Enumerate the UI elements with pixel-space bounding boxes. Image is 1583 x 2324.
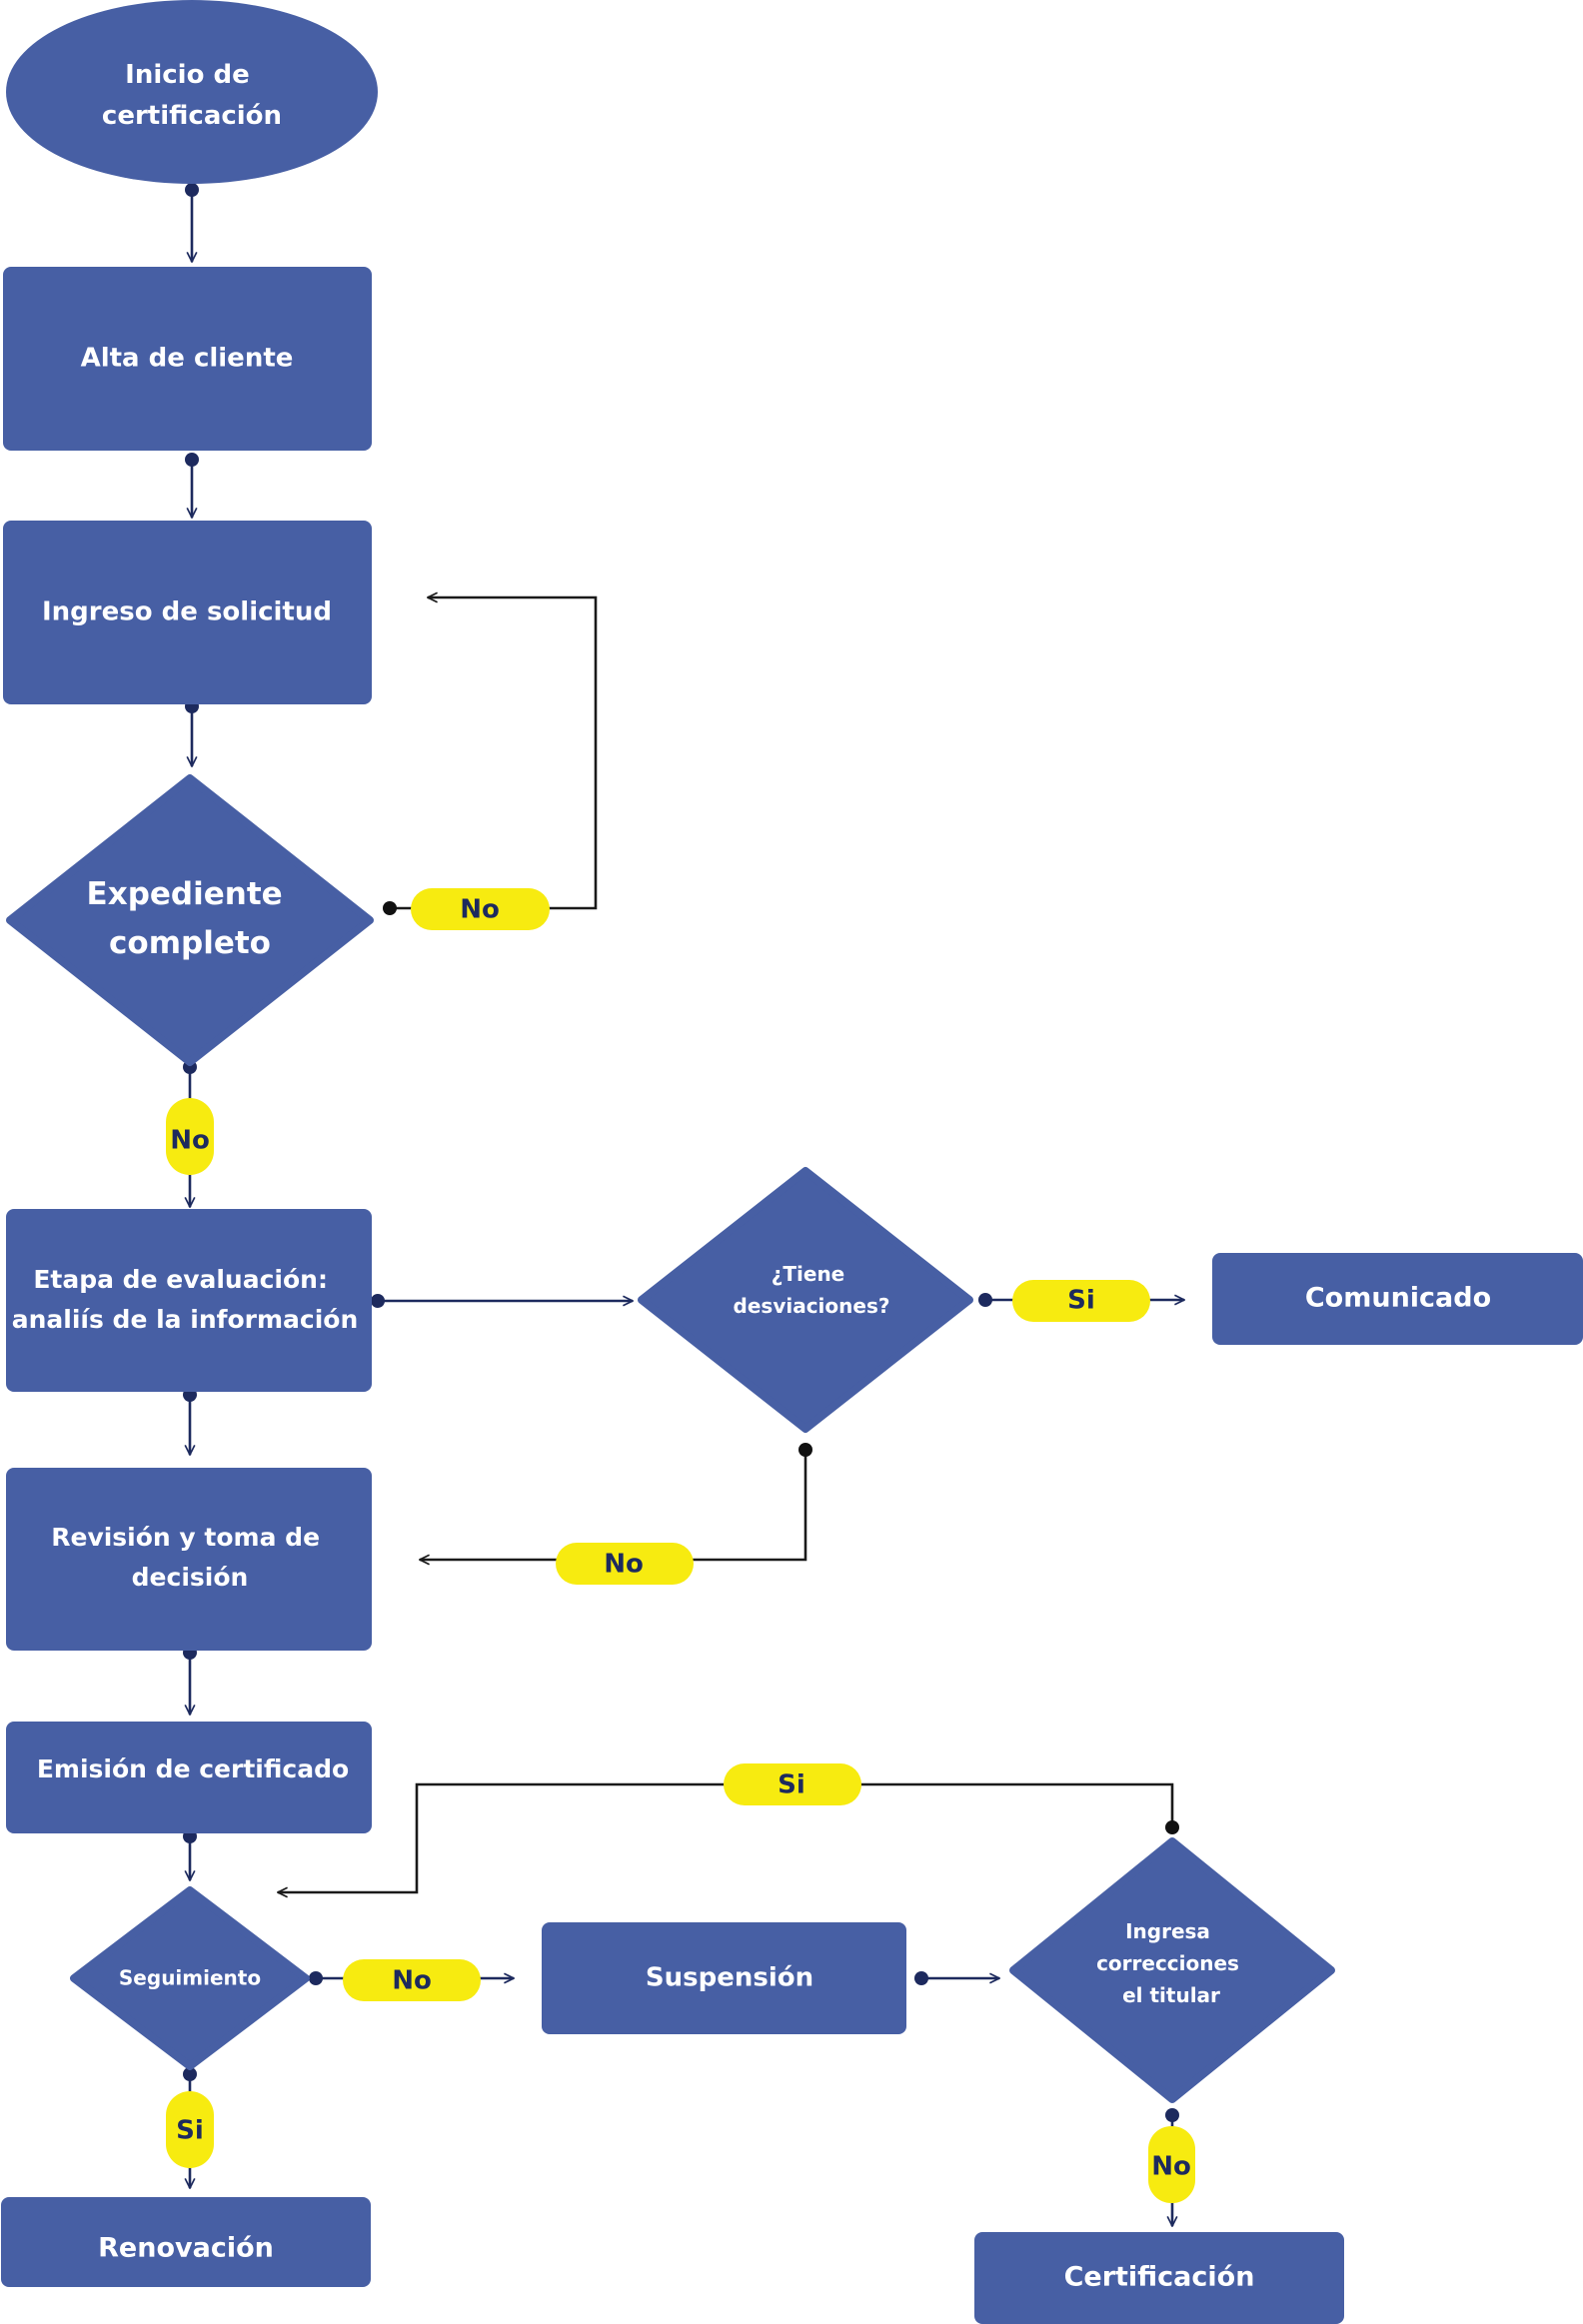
svg-text:¿Tiene desviaciones?: ¿Tiene desviaciones? — [734, 1262, 890, 1318]
label-text: No — [170, 1126, 210, 1156]
expediente-diamond — [6, 774, 374, 1066]
desviaciones-label-line: ¿Tiene — [772, 1262, 844, 1286]
etapa-evaluacion-box — [6, 1209, 372, 1392]
emision-certificado-box — [6, 1722, 372, 1833]
connector-dot — [978, 1293, 992, 1307]
label-pill — [556, 1543, 694, 1585]
node-certificacion: Certificación — [974, 2232, 1344, 2324]
connector-dot — [309, 1971, 323, 1985]
connector-dot — [185, 453, 199, 467]
correcciones-diamond — [1009, 1837, 1335, 2103]
connector-dot — [371, 1294, 385, 1308]
label-text: No — [604, 1550, 644, 1580]
label-text: Si — [176, 2116, 204, 2146]
edge-desviaciones-no — [420, 1450, 807, 1560]
label-pill — [411, 888, 550, 930]
certificacion-box — [974, 2232, 1344, 2324]
edge-expediente-no-loop — [390, 597, 598, 910]
start-ellipse — [6, 0, 378, 184]
revision-decision-box — [6, 1468, 372, 1651]
label-correcciones-si: Si — [724, 1763, 861, 1805]
etapa-label-line: Etapa de evaluación: — [33, 1265, 328, 1294]
label-pill — [1148, 2126, 1195, 2203]
emision-certificado-label: Emisión de certificado — [37, 1754, 349, 1783]
node-renovacion: Renovación — [1, 2197, 371, 2287]
renovacion-label: Renovación — [98, 2233, 274, 2264]
label-pill — [724, 1763, 861, 1805]
node-emision-certificado: Emisión de certificado — [6, 1722, 372, 1833]
node-alta-cliente: Alta de cliente — [3, 267, 372, 451]
seguimiento-label: Seguimiento — [119, 1966, 261, 1990]
comunicado-label: Comunicado — [1305, 1283, 1491, 1314]
seguimiento-diamond — [70, 1886, 310, 2070]
start-label-line: Inicio de — [125, 60, 250, 90]
expediente-label-line: Expediente — [87, 876, 283, 912]
label-text: No — [460, 895, 500, 925]
alta-cliente-label: Alta de cliente — [81, 344, 294, 374]
label-pill — [343, 1959, 481, 2001]
revision-label-line: decisión — [132, 1563, 249, 1592]
etapa-label-line: analiís de la información — [12, 1305, 359, 1334]
node-expediente-completo: Expediente completo — [6, 774, 374, 1066]
suspension-box — [542, 1922, 906, 2034]
desviaciones-label-line: desviaciones? — [734, 1294, 890, 1318]
connector-dot — [1165, 2108, 1179, 2122]
node-tiene-desviaciones: ¿Tiene desviaciones? — [638, 1167, 973, 1433]
node-etapa-evaluacion: Etapa de evaluación: analiís de la infor… — [6, 1209, 372, 1392]
edge-correcciones-si — [278, 1782, 1174, 1892]
label-text: Si — [1067, 1286, 1095, 1316]
label-seguimiento-no: No — [343, 1959, 481, 2001]
connectors — [183, 183, 1184, 2226]
label-desviaciones-no: No — [556, 1543, 694, 1585]
node-suspension: Suspensión — [542, 1922, 906, 2034]
alta-cliente-box — [3, 267, 372, 451]
svg-text:Ingresa correcciones: Ingresa correcciones el titular — [1096, 1919, 1246, 2007]
label-expediente-no-loop: No — [411, 888, 550, 930]
svg-text:Etapa de evaluación: ana: Etapa de evaluación: analiís de la infor… — [12, 1265, 359, 1334]
label-text: No — [1151, 2152, 1191, 2182]
label-pill — [1012, 1280, 1150, 1322]
label-correcciones-no: No — [1148, 2126, 1195, 2203]
certificacion-label: Certificación — [1064, 2262, 1255, 2293]
renovacion-box — [1, 2197, 371, 2287]
revision-label-line: Revisión y toma de — [51, 1523, 320, 1552]
node-ingresa-correcciones: Ingresa correcciones el titular — [1009, 1837, 1335, 2103]
comunicado-box — [1212, 1253, 1583, 1345]
label-pill — [166, 1098, 214, 1175]
connector-dot — [183, 2067, 197, 2081]
connector-dot — [1165, 1820, 1179, 1834]
ingreso-solicitud-label: Ingreso de solicitud — [42, 597, 332, 627]
edge-labels: No No Si No Si No Si No — [166, 888, 1195, 2203]
connector-dot — [383, 901, 397, 915]
node-start: Inicio de certificación — [6, 0, 378, 184]
correcciones-label-line: correcciones — [1096, 1951, 1239, 1975]
expediente-label-line: completo — [109, 925, 271, 961]
start-label-line: certificación — [102, 101, 282, 131]
connector-dot — [798, 1443, 812, 1457]
label-desviaciones-si: Si — [1012, 1280, 1150, 1322]
desviaciones-diamond — [638, 1167, 973, 1433]
connector-dot — [185, 183, 199, 197]
suspension-label: Suspensión — [646, 1963, 813, 1993]
node-revision-decision: Revisión y toma de decisión — [6, 1468, 372, 1651]
label-seguimiento-si: Si — [166, 2091, 214, 2168]
label-text: No — [392, 1966, 432, 1996]
ingreso-solicitud-box — [3, 521, 372, 704]
connector-dot — [914, 1971, 928, 1985]
svg-text:Inicio de certificación: Inicio de certificación — [102, 60, 282, 131]
node-seguimiento: Seguimiento — [70, 1886, 310, 2070]
svg-text:Revisión y toma de decis: Revisión y toma de decisión — [51, 1523, 329, 1592]
label-expediente-no-down: No — [166, 1098, 214, 1175]
correcciones-label-line: el titular — [1122, 1983, 1220, 2007]
correcciones-label-line: Ingresa — [1125, 1919, 1210, 1943]
label-text: Si — [778, 1770, 805, 1800]
node-comunicado: Comunicado — [1212, 1253, 1583, 1345]
label-pill — [166, 2091, 214, 2168]
svg-text:Expediente completo: Expediente completo — [87, 876, 294, 961]
node-ingreso-solicitud: Ingreso de solicitud — [3, 521, 372, 704]
